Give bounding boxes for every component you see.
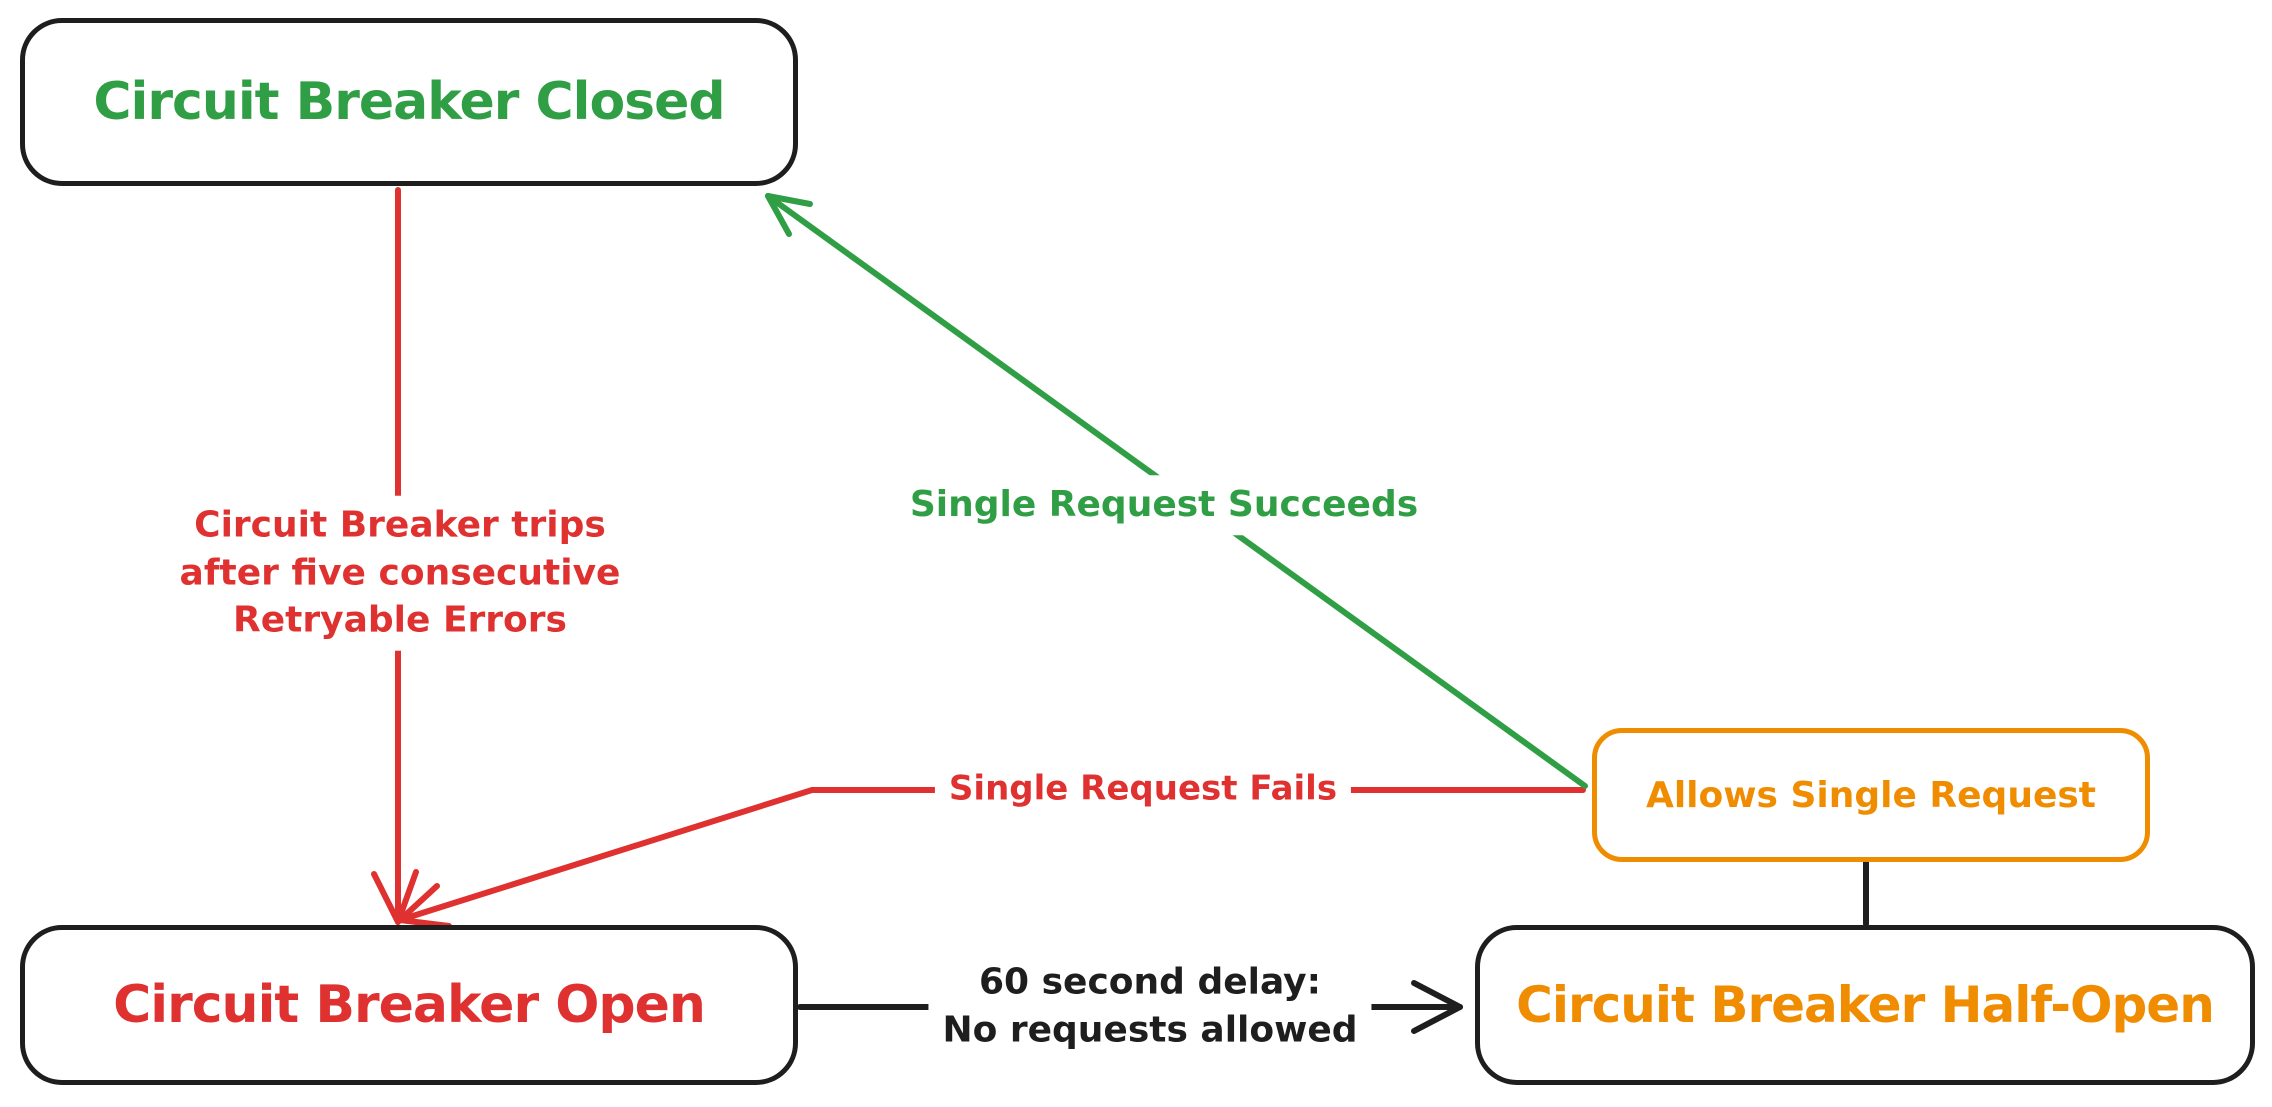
node-open-label: Circuit Breaker Open bbox=[113, 975, 706, 1035]
edge-label-delay-line2: No requests allowed bbox=[942, 1009, 1358, 1050]
edge-label-delay: 60 second delay: No requests allowed bbox=[928, 952, 1372, 1060]
node-closed-label: Circuit Breaker Closed bbox=[93, 72, 725, 132]
edge-label-trips-line3: Retryable Errors bbox=[233, 599, 567, 641]
node-circuit-breaker-open: Circuit Breaker Open bbox=[20, 925, 798, 1085]
edge-label-trips-line2: after five consecutive bbox=[179, 552, 621, 594]
node-circuit-breaker-half-open: Circuit Breaker Half-Open bbox=[1475, 925, 2255, 1085]
node-allows-single-request: Allows Single Request bbox=[1592, 728, 2150, 862]
node-half-open-label: Circuit Breaker Half-Open bbox=[1516, 976, 2215, 1034]
edge-label-single-request-fails: Single Request Fails bbox=[934, 760, 1352, 818]
node-circuit-breaker-closed: Circuit Breaker Closed bbox=[20, 18, 798, 186]
node-allows-label: Allows Single Request bbox=[1645, 774, 2097, 816]
edge-label-delay-line1: 60 second delay: bbox=[978, 961, 1322, 1003]
edge-label-trips-line1: Circuit Breaker trips bbox=[194, 504, 606, 546]
edge-label-single-request-succeeds: Single Request Succeeds bbox=[895, 475, 1433, 535]
edge-label-trips: Circuit Breaker trips after five consecu… bbox=[165, 495, 635, 651]
